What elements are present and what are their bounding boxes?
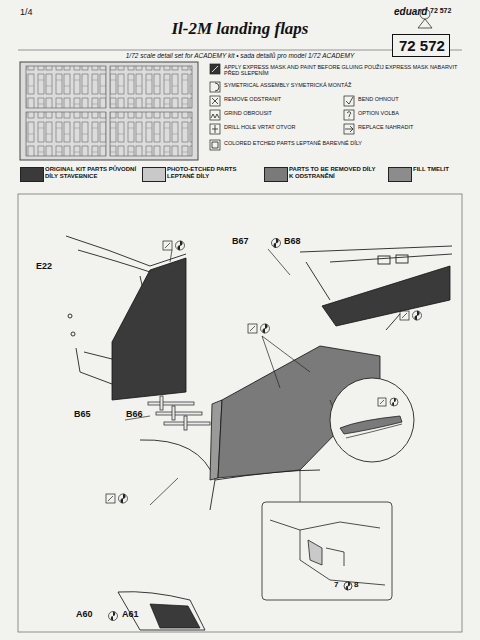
page-number: 1/4 — [20, 8, 50, 18]
icons-center — [106, 324, 270, 503]
callout-number: B66 — [126, 410, 156, 420]
etched-ribs — [148, 396, 210, 430]
flap-kit-part — [112, 258, 186, 400]
wing-upper-right — [300, 246, 452, 330]
legend-text: REPLACE NAHRADIT — [358, 124, 468, 130]
sheet-title: Il-2M landing flaps — [120, 20, 360, 39]
legend-swatch — [20, 167, 44, 182]
legend-icon — [210, 82, 220, 92]
detail-inset — [262, 502, 392, 600]
legend-text: DRILL HOLE VRTAT OTVOR — [224, 124, 334, 130]
callout-number: E22 — [36, 262, 66, 272]
callout-number: 7 — [334, 581, 344, 590]
legend-text: COLORED ETCHED PARTS LEPTANÉ BAREVNÉ DÍL… — [224, 140, 469, 146]
legend-swatch — [142, 167, 166, 182]
icons-upper-right — [400, 311, 422, 320]
legend-icon — [344, 110, 354, 120]
callout-number: B67 — [232, 237, 262, 247]
callout-number: B65 — [74, 410, 104, 420]
kit-part-bottom — [109, 592, 206, 630]
callout-number: 8 — [354, 581, 364, 590]
set-number-box: 72 572 — [392, 34, 450, 57]
legend-text: SYMETRICAL ASSEMBLY SYMETRICKÁ MONTÁŽ — [224, 82, 469, 88]
callout-number: A61 — [122, 610, 152, 620]
legend-icon — [210, 140, 220, 150]
photo-etched-fret — [20, 62, 198, 160]
subtitle: 1/72 scale detail set for ACADEMY kit • … — [70, 52, 410, 59]
legend-icon — [344, 96, 354, 106]
legend-icon — [210, 64, 220, 74]
callout-number: B68 — [284, 237, 314, 247]
legend-text: PARTS TO BE REMOVED DÍLY K ODSTRANĚNÍ — [289, 166, 381, 179]
legend-text: FILL TMELIT — [413, 166, 480, 173]
detail-circle — [330, 378, 414, 462]
legend-text: BEND OHNOUT — [358, 96, 468, 102]
legend-text: APPLY EXPRESS MASK AND PAINT BEFORE GLUI… — [224, 64, 469, 76]
legend-text: ORIGINAL KIT PARTS PŮVODNÍ DÍLY STAVEBNI… — [45, 166, 137, 179]
leader-lines — [125, 336, 334, 505]
callout-number: A60 — [76, 610, 106, 620]
icons-upper-left — [163, 241, 185, 262]
drawing-frame — [18, 194, 462, 632]
legend-text: OPTION VOLBA — [358, 110, 468, 116]
legend-text: PHOTO-ETCHED PARTS LEPTANÉ DÍLY — [167, 166, 259, 179]
set-number: 72 572 — [430, 7, 470, 15]
legend-text: GRIND OBROUSIT — [224, 110, 334, 116]
legend-icon — [210, 110, 220, 120]
legend-swatch — [388, 167, 412, 182]
legend-icon — [210, 96, 220, 106]
flap-kit-part — [322, 266, 450, 326]
legend-icon — [210, 124, 220, 134]
legend-swatch — [264, 167, 288, 182]
legend-text: REMOVE ODSTRANIT — [224, 96, 334, 102]
set-number: 72 572 — [399, 38, 445, 55]
legend-icon — [344, 124, 354, 134]
